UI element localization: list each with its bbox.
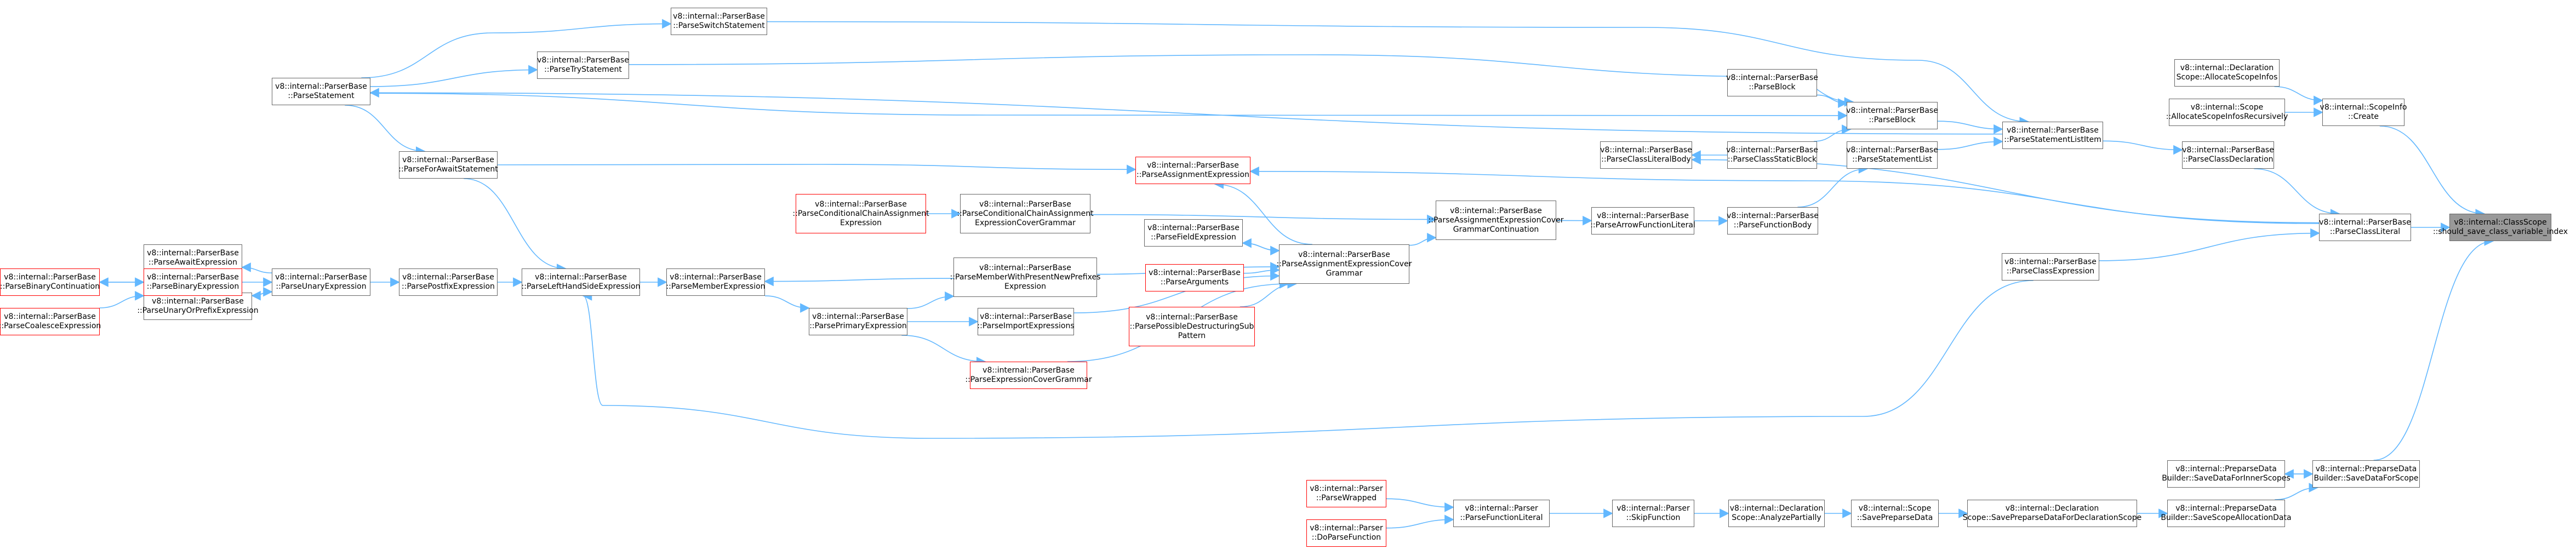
edge-ParseClassStaticBlock-to-ParseBlock <box>1814 124 1852 142</box>
edge-ParseAssignExprCoverGrammar-to-ParseAssignExprCoverGrammarCont <box>1409 232 1437 246</box>
graph-node-scope-info-create[interactable]: v8::internal::ScopeInfo ::Create <box>2320 99 2407 126</box>
edge-ParseBlock-to-ParseStatementListItem <box>1937 121 2003 134</box>
graph-node-save-preparse-data[interactable]: v8::internal::Scope ::SavePreparseData <box>1851 500 1939 527</box>
graph-node-save-data-for-scope[interactable]: v8::internal::PreparseData Builder::Save… <box>2312 460 2420 488</box>
graph-node-parse-assign-expr-cover-grammar[interactable]: v8::internal::ParserBase ::ParseAssignme… <box>1277 244 1412 284</box>
graph-node-parse-binary-continuation[interactable]: v8::internal::ParserBase ::ParseBinaryCo… <box>0 268 100 296</box>
edge-ParseUnaryOrPrefixExpression-to-ParseUnaryExpression <box>252 287 273 297</box>
edge-ParsePrimaryExpression-to-ParseMemberWithPresentNewPrefixes <box>907 291 955 309</box>
edge-ParseStatement-to-ParseTryStatement <box>370 65 538 87</box>
edge-ParseClassDeclaration-to-ParseClassLiteral <box>2254 168 2340 219</box>
edge-ParseForAwaitStatement-to-ParseLeftHandSideExpression <box>464 178 567 273</box>
graph-node-parse-possible-destructuring[interactable]: v8::internal::ParserBase ::ParsePossible… <box>1129 307 1255 346</box>
graph-node-parse-unary-expression[interactable]: v8::internal::ParserBase ::ParseUnaryExp… <box>272 268 370 296</box>
graph-node-parse-statement-list-item[interactable]: v8::internal::ParserBase ::ParseStatemen… <box>2002 122 2103 149</box>
graph-node-parse-cond-chain-assign[interactable]: v8::internal::ParserBase ::ParseConditio… <box>792 194 929 233</box>
graph-node-save-data-for-inner-scopes[interactable]: v8::internal::PreparseData Builder::Save… <box>2162 460 2291 488</box>
graph-node-parse-switch-statement[interactable]: v8::internal::ParserBase ::ParseSwitchSt… <box>671 8 767 35</box>
graph-node-parse-block[interactable]: v8::internal::ParserBase ::ParseBlock <box>1846 102 1938 129</box>
edge-ParseForAwaitStatement-to-ParseAssignmentExpression <box>497 164 1136 175</box>
graph-node-skip-function[interactable]: v8::internal::Parser ::SkipFunction <box>1612 500 1694 527</box>
edge-ParseArguments-to-ParseAssignExprCoverGrammar <box>1243 265 1280 275</box>
graph-node-parse-await-expression[interactable]: v8::internal::ParserBase ::ParseAwaitExp… <box>144 244 242 272</box>
graph-node-parse-coalesce-expression[interactable]: v8::internal::ParserBase ::ParseCoalesce… <box>0 308 101 335</box>
graph-node-allocate-scope-infos-rec[interactable]: v8::internal::Scope ::AllocateScopeInfos… <box>2166 99 2288 126</box>
edge-ParsePrimaryExpression-to-ParseExpressionCoverGrammar <box>901 335 986 367</box>
graph-node-parse-assignment-expression[interactable]: v8::internal::ParserBase ::ParseAssignme… <box>1135 157 1250 184</box>
edge-ParseStatementList-to-ParseStatementListItem <box>1937 136 2003 150</box>
graph-node-parse-for-await-statement[interactable]: v8::internal::ParserBase ::ParseForAwait… <box>398 151 498 179</box>
edge-ParseMemberExpression-to-ParsePrimaryExpression <box>764 295 810 313</box>
graph-node-save-scope-allocation-data[interactable]: v8::internal::PreparseData Builder::Save… <box>2161 500 2292 527</box>
graph-node-parse-cond-chain-assign-cover[interactable]: v8::internal::ParserBase ::ParseConditio… <box>957 194 1094 233</box>
graph-node-parse-expression-cover-grammar[interactable]: v8::internal::ParserBase ::ParseExpressi… <box>965 362 1092 389</box>
edge-ParseUnaryExpression-to-ParseAwaitExpression <box>241 262 272 273</box>
graph-node-parse-class-declaration[interactable]: v8::internal::ParserBase ::ParseClassDec… <box>2182 141 2274 169</box>
graph-node-root: v8::internal::ClassScope ::should_save_c… <box>2433 214 2568 241</box>
graph-node-parse-unary-or-prefix-expression[interactable]: v8::internal::ParserBase ::ParseUnaryOrP… <box>137 293 259 320</box>
graph-node-parse-left-hand-side-expression[interactable]: v8::internal::ParserBase ::ParseLeftHand… <box>522 268 640 296</box>
graph-node-parse-field-expression[interactable]: v8::internal::ParserBase ::ParseFieldExp… <box>1144 219 1243 247</box>
graph-node-analyze-partially[interactable]: v8::internal::Declaration Scope::Analyze… <box>1728 500 1825 527</box>
graph-node-parse-import-expressions[interactable]: v8::internal::ParserBase ::ParseImportEx… <box>977 308 1075 335</box>
graph-node-parse-statement-list[interactable]: v8::internal::ParserBase ::ParseStatemen… <box>1846 141 1938 169</box>
edge-ParseBlockLeft-to-ParseBlock <box>1817 94 1848 108</box>
edge-ParseFunctionBody-to-ParseStatementList <box>1797 164 1869 208</box>
edge-ParseClassExpression-to-ParseClassLiteral <box>2099 228 2320 261</box>
edge-ParseWrapped-to-ParseFunctionLiteral <box>1386 498 1454 512</box>
edge-ParseStatementListItem-to-ParseClassDeclaration <box>2103 140 2183 155</box>
graph-node-parse-class-literal[interactable]: v8::internal::ParserBase ::ParseClassLit… <box>2319 214 2411 241</box>
edge-SaveDataForScope-to-root <box>2373 236 2494 461</box>
edge-ParseStatement-to-ParseBlock <box>370 93 1848 121</box>
graph-node-parse-arrow-function-literal[interactable]: v8::internal::ParserBase ::ParseArrowFun… <box>1590 207 1695 235</box>
edge-ParseSwitchStatement-to-ParseStatementListItem <box>767 21 2029 127</box>
edge-ParseAssignExprCoverGrammar-to-ParseFieldExpression <box>1242 238 1280 251</box>
graph-node-parse-wrapped[interactable]: v8::internal::Parser ::ParseWrapped <box>1306 480 1386 507</box>
edge-ParseAssignExprCoverGrammar-to-ParseAssignmentExpression <box>1214 179 1312 245</box>
edge-ParseStatement-to-ParseSwitchStatement <box>361 19 672 78</box>
graph-node-parse-try-statement[interactable]: v8::internal::ParserBase ::ParseTryState… <box>537 52 629 79</box>
edge-ParseCoalesceExpression-to-ParseBinaryExpression <box>99 291 145 308</box>
graph-node-parse-function-body[interactable]: v8::internal::ParserBase ::ParseFunction… <box>1727 207 1819 235</box>
edge-ParseStatementListItem-to-ParseStatement <box>369 88 2003 135</box>
edge-ScopeInfoCreate-to-root <box>2379 125 2485 219</box>
graph-node-parse-class-expression[interactable]: v8::internal::ParserBase ::ParseClassExp… <box>2002 253 2099 281</box>
graph-node-do-parse-function[interactable]: v8::internal::Parser ::DoParseFunction <box>1306 519 1386 547</box>
graph-node-parse-assign-expr-cover-grammar-cont[interactable]: v8::internal::ParserBase ::ParseAssignme… <box>1429 201 1563 240</box>
graph-node-parse-primary-expression[interactable]: v8::internal::ParserBase ::ParsePrimaryE… <box>809 308 907 335</box>
edge-ParseClassExpression-to-ParseLeftHandSideExpression <box>582 280 2034 439</box>
graph-node-parse-member-with-present-new-prefixes[interactable]: v8::internal::ParserBase ::ParseMemberWi… <box>950 258 1100 297</box>
graph-node-parse-function-literal[interactable]: v8::internal::Parser ::ParseFunctionLite… <box>1453 500 1550 527</box>
graph-node-save-preparse-data-for-decl[interactable]: v8::internal::Declaration Scope::SavePre… <box>1963 500 2141 527</box>
graph-node-parse-class-static-block[interactable]: v8::internal::ParserBase ::ParseClassSta… <box>1726 141 1818 169</box>
graph-node-parse-member-expression[interactable]: v8::internal::ParserBase ::ParseMemberEx… <box>666 268 766 296</box>
edge-ParseClassLiteral-to-ParseAssignmentExpression <box>1249 166 2320 224</box>
edge-ParsePossibleDestructuring-to-ParseAssignExprCoverGrammar <box>1240 279 1297 307</box>
edge-AllocateScopeInfos-to-ScopeInfoCreate <box>2274 86 2323 106</box>
graph-node-parse-statement[interactable]: v8::internal::ParserBase ::ParseStatemen… <box>272 78 370 105</box>
edge-ParseTryStatement-to-ParseBlock <box>629 54 1854 107</box>
graph-node-parse-arguments[interactable]: v8::internal::ParserBase ::ParseArgument… <box>1145 264 1244 291</box>
edge-ParseStatement-to-ParseForAwaitStatement <box>345 105 426 156</box>
edge-SaveScopeAllocationData-to-SaveDataForScope <box>2275 483 2319 500</box>
graph-node-parse-postfix-expression[interactable]: v8::internal::ParserBase ::ParsePostfixE… <box>399 268 498 296</box>
graph-node-allocate-scope-infos[interactable]: v8::internal::Declaration Scope::Allocat… <box>2174 59 2280 87</box>
graph-node-parse-binary-expression[interactable]: v8::internal::ParserBase ::ParseBinaryEx… <box>144 268 242 296</box>
edge-ParseMemberWithPresentNewPrefixes-to-ParseMemberExpression <box>764 276 954 287</box>
edge-DoParseFunction-to-ParseFunctionLiteral <box>1386 514 1454 529</box>
edge-ParseCondChainAssignCover-to-ParseAssignExprCoverGrammarCont <box>1090 214 1437 225</box>
graph-node-parse-block-left[interactable]: v8::internal::ParserBase ::ParseBlock <box>1726 69 1818 96</box>
graph-node-parse-class-literal-body[interactable]: v8::internal::ParserBase ::ParseClassLit… <box>1600 141 1692 169</box>
